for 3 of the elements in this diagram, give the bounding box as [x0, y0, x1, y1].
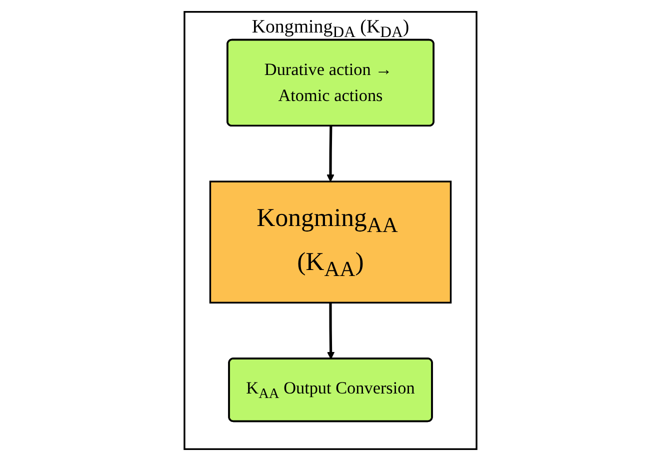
- arrow: [326, 126, 334, 182]
- arrow: [327, 302, 335, 360]
- node-box: Kongming$_{AA}$ (K$_{AA}$): [209, 180, 452, 304]
